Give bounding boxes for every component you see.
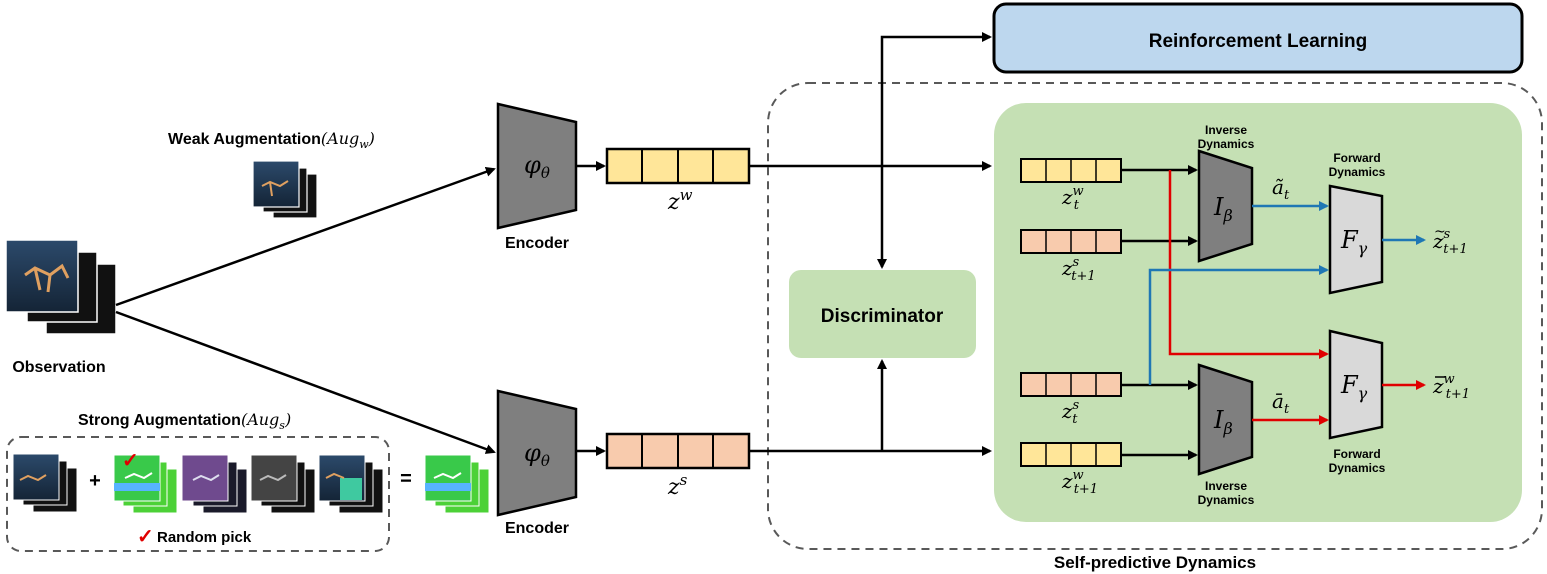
strong-aug-title: Strong Augmentation(Augs): [78, 410, 291, 432]
forward-dynamics-top-label-2: Dynamics: [1329, 165, 1386, 179]
strong-encoder-symbol: φθ: [524, 439, 550, 470]
aug-purple-stack: [181, 454, 248, 514]
zt-w-to-forward-bottom-red-arrow: [1168, 170, 1329, 359]
z-tilde-accent: ~: [1434, 224, 1446, 240]
strong-aug-result-stack: [424, 454, 490, 514]
forward-dynamics-bottom-symbol: Fγ: [1340, 371, 1368, 403]
strong-aug-original-stack: [12, 453, 78, 513]
dynamics-panel: [994, 103, 1522, 522]
a-tilde-label: ãt: [1272, 175, 1290, 203]
weak-encoder-label: Encoder: [505, 235, 569, 252]
forward-dynamics-bottom-label-1: Forward: [1333, 447, 1380, 461]
to-rl-arrow: [880, 32, 992, 166]
random-pick-label: Random pick: [157, 529, 252, 546]
forward-dynamics-bottom: [1328, 329, 1384, 440]
obs-to-weak-encoder-arrow: [115, 167, 496, 307]
weak-encoder-symbol: φθ: [524, 151, 550, 182]
inverse-dynamics-top-label-2: Dynamics: [1198, 137, 1255, 151]
discriminator-box: [789, 270, 976, 358]
inverse-dynamics-top-symbol: Iβ: [1213, 193, 1233, 225]
zt-w-vector: [1020, 158, 1122, 183]
zt-s-vector: [1020, 372, 1122, 397]
random-pick-check-icon: ✓: [137, 526, 154, 548]
discriminator-label: Discriminator: [821, 306, 944, 327]
forward-dynamics-top: [1328, 184, 1384, 295]
forward-dynamics-top-label-1: Forward: [1333, 151, 1380, 165]
aug-gray-stack: [250, 454, 316, 514]
inverse-dynamics-bottom-label-1: Inverse: [1205, 479, 1247, 493]
zw-vector: [605, 147, 751, 185]
inverse-dynamics-bottom-symbol: Iβ: [1213, 406, 1233, 438]
inverse-dynamics-top-label-1: Inverse: [1205, 123, 1247, 137]
self-predictive-label: Self-predictive Dynamics: [1054, 553, 1256, 572]
inverse-dynamics-bottom: [1197, 363, 1254, 476]
zt1-s-vector: [1020, 229, 1122, 254]
weak-aug-title: Weak Augmentation(Augw): [168, 129, 375, 151]
strong-encoder-label: Encoder: [505, 520, 569, 537]
equals-sign: =: [400, 468, 412, 490]
zw-label: zw: [667, 186, 693, 215]
rl-box: [992, 2, 1524, 74]
a-bar-label: āt: [1272, 389, 1290, 417]
inverse-dynamics-top: [1197, 149, 1254, 263]
rl-label: Reinforcement Learning: [1149, 31, 1368, 52]
zs-vector: [605, 432, 751, 470]
observation-image-stack: [5, 239, 117, 335]
obs-to-strong-encoder-arrow: [115, 310, 496, 454]
forward-dynamics-top-symbol: Fγ: [1340, 226, 1368, 258]
aug-green-noise-stack: [113, 454, 178, 514]
plus-sign: +: [89, 470, 101, 492]
weak-encoder: [496, 102, 578, 230]
zs-label: zs: [667, 471, 688, 500]
weak-aug-image-stack: [252, 160, 318, 219]
checkmark-icon: ✓: [122, 450, 139, 472]
observation-label: Observation: [12, 359, 105, 376]
zt1-w-vector: [1020, 442, 1122, 467]
forward-dynamics-bottom-label-2: Dynamics: [1329, 461, 1386, 475]
strong-encoder: [496, 389, 578, 517]
inverse-dynamics-bottom-label-2: Dynamics: [1198, 493, 1255, 507]
aug-cutout-stack: [318, 454, 384, 514]
strong-aug-box: [6, 436, 390, 552]
zt-s-to-forward-top-blue-arrow: [1148, 265, 1329, 385]
